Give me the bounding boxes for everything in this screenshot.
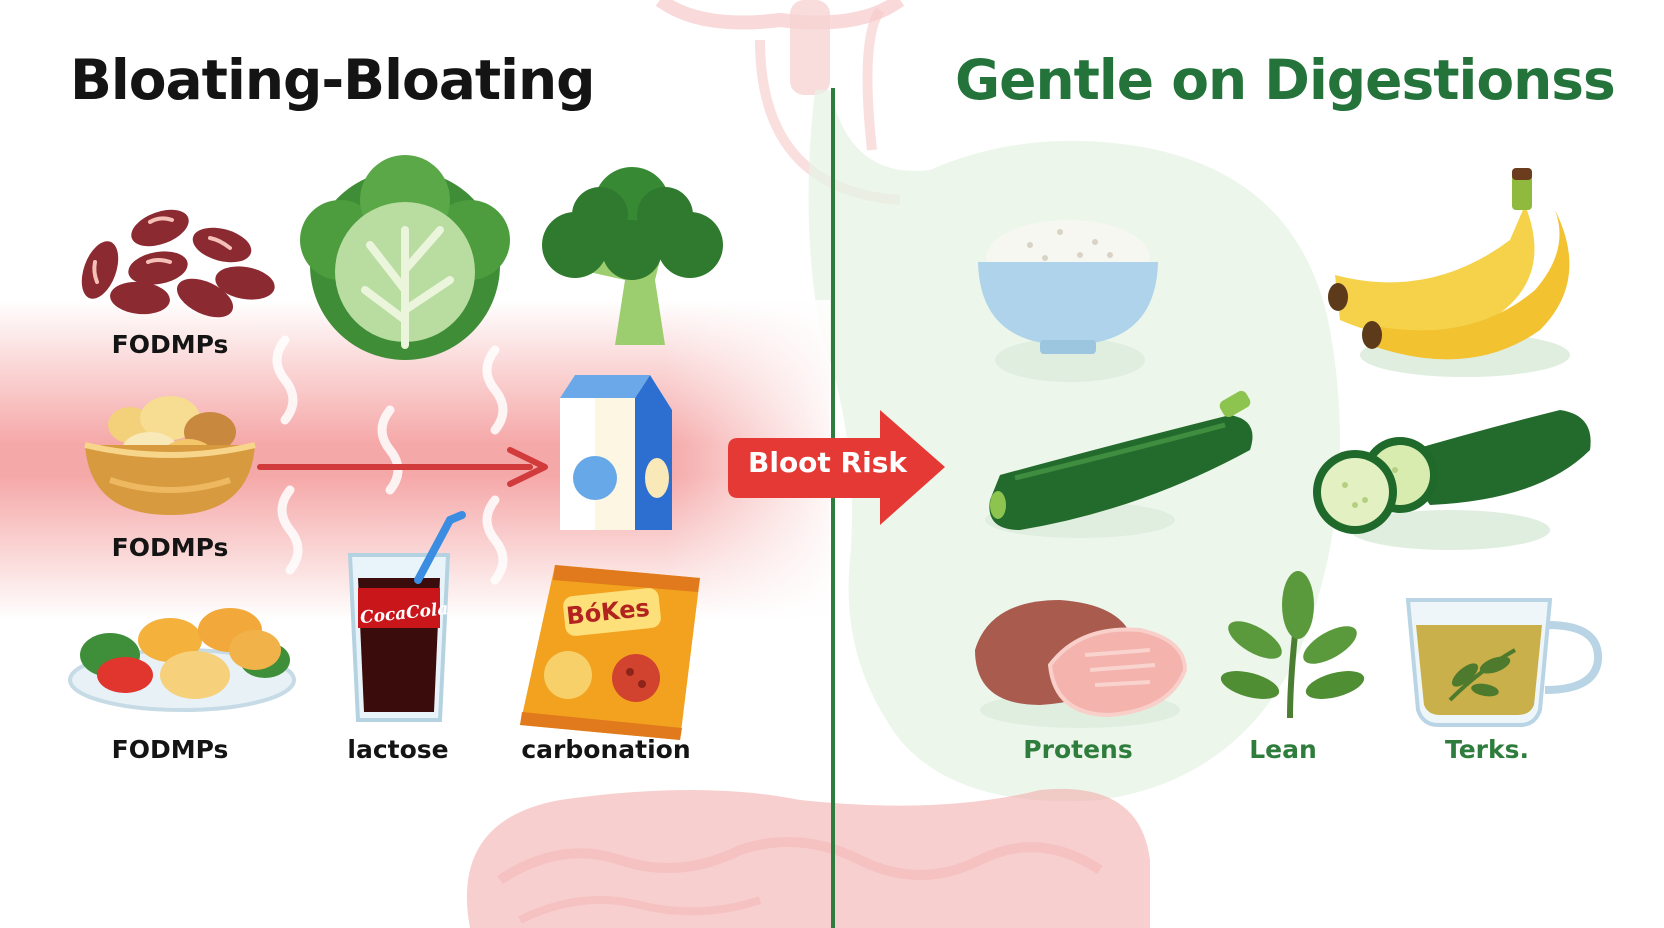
beans-icon [81, 209, 275, 318]
salad-label: FODMPs [111, 735, 229, 764]
chips-bag-icon [520, 565, 700, 740]
broccoli-icon [542, 167, 723, 345]
zucchini-icon [985, 390, 1253, 538]
garlic-onion-bowl-icon [84, 396, 256, 515]
bloot-risk-label: Bloot Risk [748, 446, 907, 479]
soda-label: lactose [347, 735, 449, 764]
herbs-label: Lean [1249, 735, 1317, 764]
beans-label: FODMPs [111, 330, 229, 359]
onion-garlic-label: FODMPs [111, 533, 229, 562]
herb-leaf-icon [1220, 571, 1365, 719]
gas-wisps [272, 335, 508, 585]
tea-label: Terks. [1444, 735, 1530, 764]
banana-icon [1328, 168, 1570, 377]
herbal-tea-cup-icon [1405, 598, 1603, 727]
intestines-shape [466, 788, 1150, 928]
milk-carton-icon [560, 375, 672, 530]
lean-protein-icon [975, 600, 1188, 728]
stomach-shape [808, 90, 1340, 802]
rice-bowl-icon [978, 220, 1158, 382]
cabbage-icon [300, 155, 510, 360]
bloot-risk-arrow [728, 410, 945, 525]
protein-label: Protens [1023, 735, 1133, 764]
chips-label: carbonation [521, 735, 691, 764]
bloat-pathway-arrow [257, 447, 548, 487]
salad-plate-icon [68, 608, 296, 712]
left-title: Bloating-Bloating [70, 48, 596, 112]
cola-glass-icon [347, 511, 466, 722]
cucumber-icon [1313, 410, 1591, 550]
right-title: Gentle on Digestionss [955, 48, 1616, 112]
digestive-tract-background [466, 0, 1340, 928]
